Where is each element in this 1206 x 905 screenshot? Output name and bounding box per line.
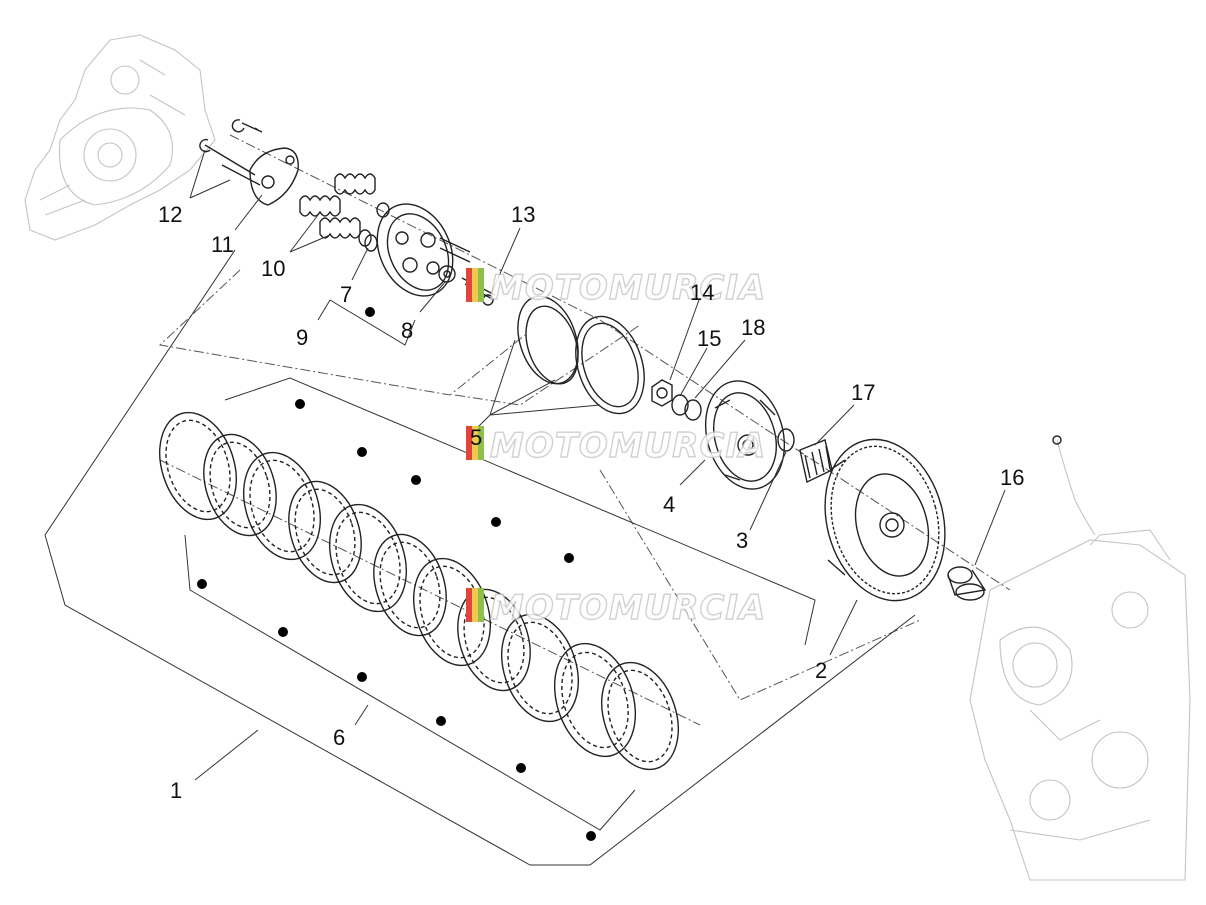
callout-13: 13: [511, 202, 535, 227]
pressure-plate-9: [376, 203, 471, 297]
callout-15: 15: [697, 326, 721, 351]
bearing-8: [438, 265, 456, 283]
svg-text:MOTOMURCIA: MOTOMURCIA: [490, 588, 766, 628]
callout-4: 4: [663, 492, 675, 517]
callout-3: 3: [736, 528, 748, 553]
callout-9: 9: [296, 325, 308, 350]
callout-2: 2: [815, 658, 827, 683]
rings-5: [517, 295, 645, 415]
group-6-bracket: [184, 377, 816, 831]
reference-dots: [197, 307, 596, 841]
callout-16: 16: [1000, 465, 1024, 490]
leader-lines: [189, 149, 1006, 781]
clutch-plates-pack-6: [159, 411, 679, 771]
group-1-bracket: [44, 249, 916, 866]
clutch-hub-4: [704, 380, 786, 490]
needle-bearing-17: [799, 439, 833, 484]
callout-8: 8: [401, 318, 413, 343]
callout-7: 7: [340, 282, 352, 307]
pressure-plate-cover-11: [249, 147, 299, 206]
watermark-2: MOTOMURCIA: [466, 425, 766, 467]
spring-clips-7: [358, 202, 390, 252]
callout-12: 12: [158, 202, 182, 227]
callout-5: 5: [470, 425, 482, 450]
svg-text:MOTOMURCIA: MOTOMURCIA: [490, 426, 766, 466]
engine-cover-ghost-illustration: [24, 34, 216, 241]
watermark-1: MOTOMURCIA: [466, 267, 766, 309]
callout-6: 6: [333, 725, 345, 750]
callout-18: 18: [741, 315, 765, 340]
bolts-12: [199, 119, 263, 186]
svg-text:MOTOMURCIA: MOTOMURCIA: [490, 268, 766, 308]
washer-18: [684, 399, 702, 421]
callout-10: 10: [261, 256, 285, 281]
callout-14: 14: [690, 280, 714, 305]
thrust-washer-3: [777, 428, 795, 452]
springs-10: [299, 173, 376, 239]
callout-11: 11: [211, 232, 234, 257]
engine-block-ghost-illustration: [969, 435, 1191, 881]
callout-17: 17: [851, 380, 875, 405]
watermark-3: MOTOMURCIA: [466, 587, 766, 629]
assembly-axis-lines: [158, 134, 1011, 726]
bushing-16: [947, 566, 987, 601]
nut-14: [651, 379, 673, 407]
callout-1: 1: [170, 778, 182, 803]
clutch-basket-gear-2: [824, 438, 946, 602]
callout-labels: 1 2 3 4 5 6 7 8 9 10 11 12 13 14 15 16 1…: [158, 202, 1024, 803]
